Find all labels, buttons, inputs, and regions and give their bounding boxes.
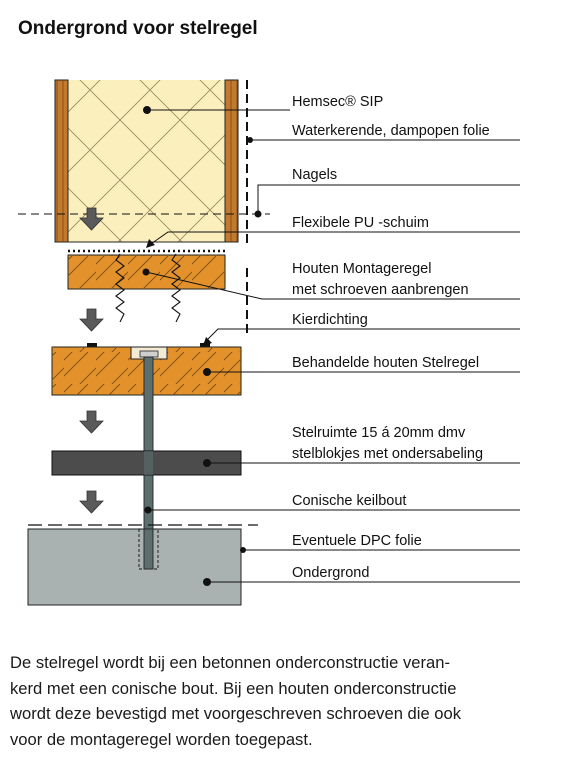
label-stelregel: Behandelde houten Stelregel (292, 355, 479, 371)
leader-arrowhead (203, 337, 212, 346)
label-montage-2: met schroeven aanbrengen (292, 282, 469, 298)
label-folie: Waterkerende, dampopen folie (292, 123, 490, 139)
label-montage-1: Houten Montageregel (292, 261, 431, 277)
leader-line (203, 328, 520, 344)
leader-arrowhead (146, 239, 155, 248)
leader-dot (142, 268, 150, 276)
label-sip: Hemsec® SIP (292, 94, 383, 110)
label-ondergrond: Ondergrond (292, 565, 369, 581)
leader-dot (144, 506, 152, 514)
screw-icon (171, 253, 181, 323)
description-paragraph: De stelregel wordt bij een betonnen onde… (10, 650, 566, 752)
leader-dot (203, 368, 211, 376)
arrow-down-icon (79, 308, 104, 332)
leader-dot (247, 137, 253, 143)
arrow-down-icon (79, 490, 104, 514)
leader-dot (203, 578, 211, 586)
leader-dot (240, 547, 246, 553)
description-line: voor de montageregel worden toegepast. (10, 729, 313, 749)
page-title: Ondergrond voor stelregel (18, 18, 258, 39)
arrow-down-icon (79, 207, 104, 231)
construction-diagram: Hemsec® SIP Waterkerende, dampopen folie… (18, 79, 520, 606)
leader-dot (203, 459, 211, 467)
leader-line (257, 184, 520, 214)
label-keilbout: Conische keilbout (292, 493, 406, 509)
label-nagels: Nagels (292, 167, 337, 183)
label-stelruimte-2: stelblokjes met ondersabeling (292, 446, 483, 462)
montageregel (67, 254, 226, 290)
label-pu: Flexibele PU -schuim (292, 215, 429, 231)
leader-dot (143, 106, 151, 114)
leader-line (145, 271, 520, 300)
description-line: wordt deze bevestigd met voorgeschreven … (10, 704, 462, 723)
screw-icon (115, 253, 125, 323)
description-line: De stelregel wordt bij een betonnen onde… (10, 653, 450, 672)
label-stelruimte-1: Stelruimte 15 á 20mm dmv (292, 425, 466, 441)
arrow-down-icon (79, 410, 104, 434)
leader-dot (254, 210, 262, 218)
label-kierdichting: Kierdichting (292, 312, 368, 328)
description-line: kerd met een conische bout. Bij een hout… (10, 678, 457, 698)
ondergrond-block (27, 528, 242, 606)
kierdichting-strip (87, 343, 97, 347)
leader-line (147, 231, 520, 247)
label-dpc: Eventuele DPC folie (292, 533, 422, 549)
